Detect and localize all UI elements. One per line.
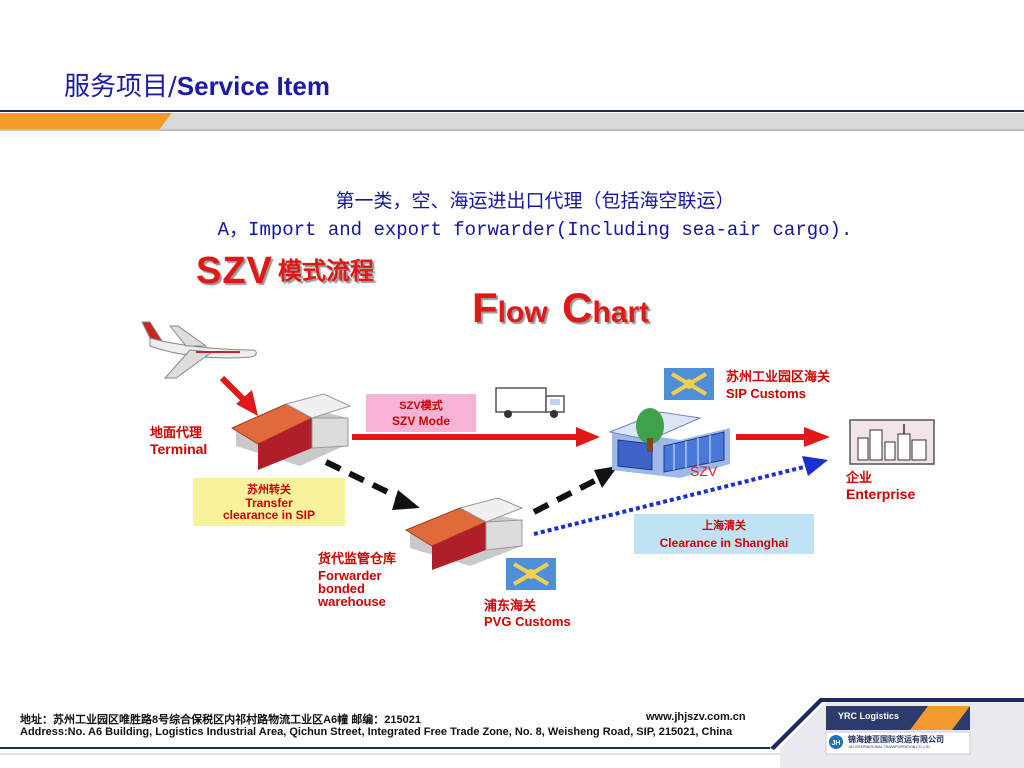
title-cn: 服务项目/ <box>64 72 177 102</box>
flow-chart-hart: hart <box>592 296 650 329</box>
szv-mode-box <box>366 394 476 432</box>
header-gray-bar <box>160 113 1024 129</box>
slide-title: 服务项目/Service Item <box>64 66 330 103</box>
subtitle-cn: 第一类，空、海运进出口代理（包括海空联运） <box>335 190 735 212</box>
shanghai-cn: 上海清关 <box>702 520 746 532</box>
warehouse-label-en-1: Forwarder <box>318 568 382 583</box>
transfer-cn: 苏州转关 <box>247 484 291 496</box>
arrow-terminal-to-szv <box>352 427 600 447</box>
logo-orange <box>910 706 970 730</box>
svg-text:JH: JH <box>832 740 841 747</box>
dotted-arrow-warehouse-to-enterprise <box>533 456 828 536</box>
logo-white-box <box>825 731 971 755</box>
flow-chart-title: Flow Chart <box>472 284 649 332</box>
enterprise-label-cn: 企业 <box>846 470 873 485</box>
szv-hub-label: SZV <box>690 463 718 479</box>
company-name-cn: 锦海捷亚国际货运有限公司 <box>848 734 944 744</box>
header-navy-line <box>0 110 1024 112</box>
company-name-en: JHJ INTERNATIONAL TRANSPORTATION CO.,LTD… <box>848 745 931 749</box>
company-globe-icon <box>829 735 843 749</box>
flow-chart-low: low <box>497 296 548 329</box>
flow-chart-c: C <box>562 284 593 331</box>
logo-text: YRC Logistics <box>838 711 900 721</box>
shanghai-en: Clearance in Shanghai <box>659 536 789 550</box>
footer-bottom-white <box>0 750 780 768</box>
flow-chart-f: F <box>472 284 498 331</box>
airplane-icon <box>141 321 257 379</box>
arrow-szv-to-enterprise <box>736 427 830 447</box>
footer-address-cn: 地址：苏州工业园区唯胜路8号综合保税区内祁村路物流工业区A6幢 邮编：21502… <box>20 714 421 726</box>
warehouse-label-en-2: bonded <box>318 581 365 596</box>
enterprise-label-en: Enterprise <box>846 486 916 502</box>
header-orange-bar <box>0 113 172 129</box>
szv-title-text: SZV <box>196 250 273 292</box>
terminal-label-en: Terminal <box>150 441 208 457</box>
szv-mode-en: SZV Mode <box>391 414 450 428</box>
shanghai-box <box>634 514 814 554</box>
warehouse-label-en-3: warehouse <box>318 594 386 609</box>
enterprise-city-icon <box>849 419 935 465</box>
szv-hub-building-icon <box>608 408 730 478</box>
footer-address-en: Address:No. A6 Building, Logistics Indus… <box>20 726 733 738</box>
header-rule-gap <box>0 108 1024 111</box>
header-gray-edge <box>0 129 1024 131</box>
title-en: Service Item <box>176 71 330 101</box>
szv-mode-cn: SZV模式 <box>399 400 443 412</box>
warehouse-label-cn: 货代监管仓库 <box>318 551 397 566</box>
terminal-label-cn: 地面代理 <box>150 425 203 440</box>
footer-website[interactable]: www.jhjszv.com.cn <box>646 711 746 723</box>
pvg-label-cn: 浦东海关 <box>484 598 537 613</box>
transfer-en-1: Transfer <box>245 496 293 510</box>
bonded-warehouse-icon <box>404 497 524 570</box>
pvg-label-en: PVG Customs <box>484 614 571 629</box>
terminal-warehouse-icon <box>230 393 352 470</box>
transfer-box <box>193 478 345 526</box>
pvg-customs-icon <box>506 558 556 590</box>
truck-icon <box>495 387 565 418</box>
transfer-en-2: clearance in SIP <box>222 508 316 522</box>
arrow-plane-to-terminal <box>219 375 258 416</box>
sip-customs-icon <box>664 368 714 400</box>
dashed-arrow-warehouse-to-szv <box>532 466 618 515</box>
szv-title-cn: 模式流程 <box>278 257 374 285</box>
sip-label-en: SIP Customs <box>726 386 806 401</box>
dashed-arrow-terminal-to-warehouse <box>324 459 420 510</box>
subtitle-en: A，Import and export forwarder(Including … <box>217 219 853 241</box>
szv-process-title: SZV 模式流程 <box>196 250 374 293</box>
sip-label-cn: 苏州工业园区海关 <box>726 369 831 384</box>
